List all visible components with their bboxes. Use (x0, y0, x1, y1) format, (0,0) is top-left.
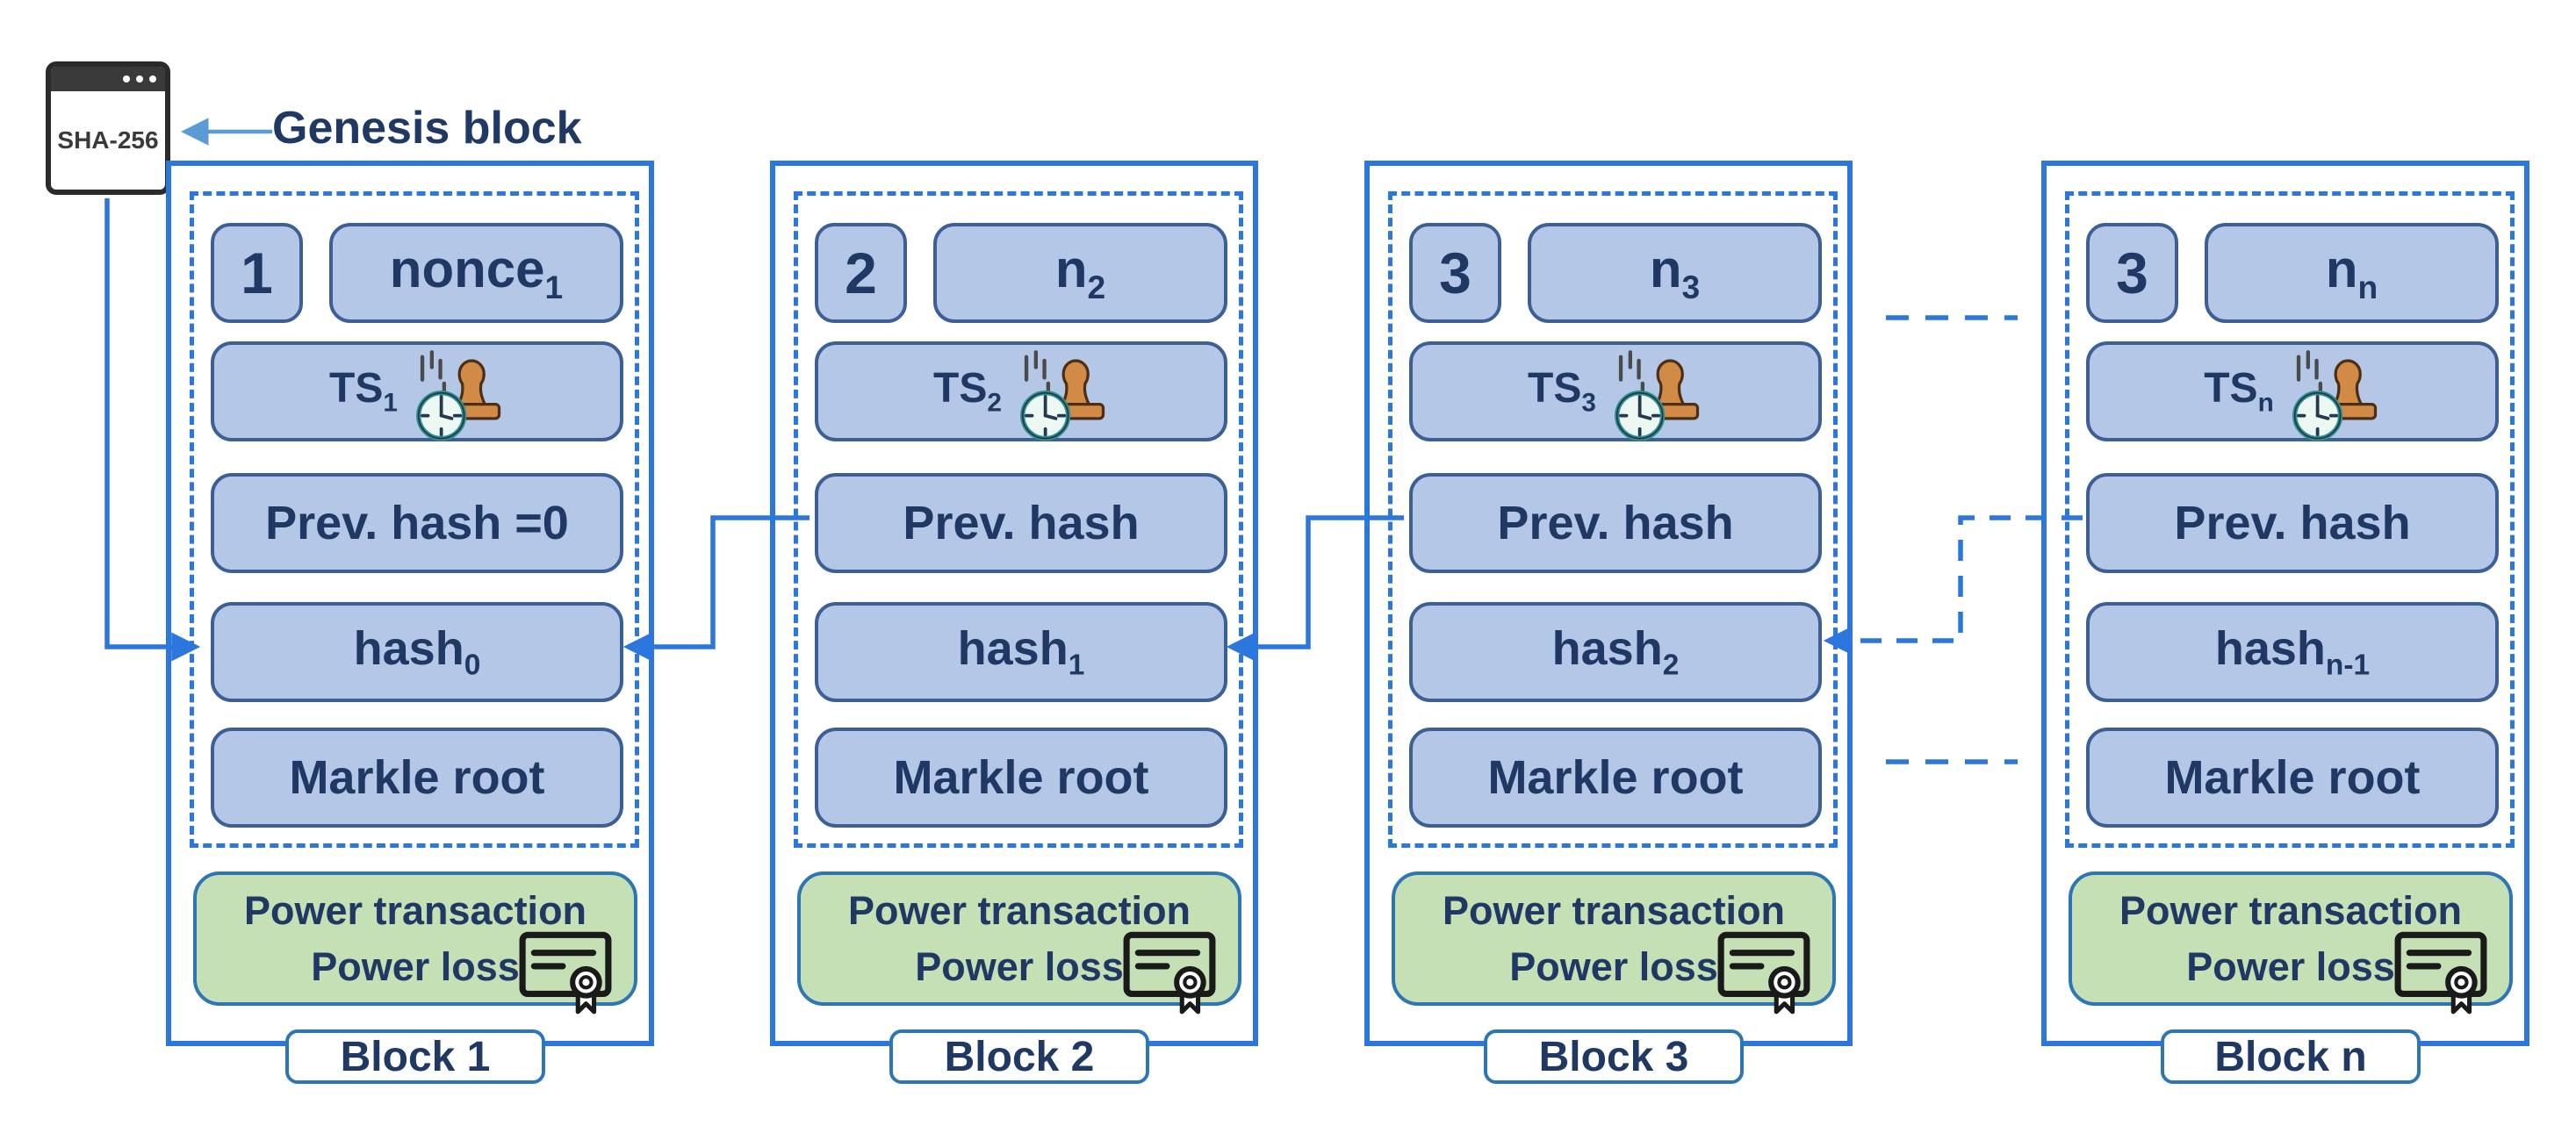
window-dot (123, 75, 130, 82)
block-3-timestamp-field: TS3 (1409, 341, 1822, 441)
block-2-merkle-root-field: Markle root (815, 728, 1227, 828)
power-transaction-label: Power transaction (1442, 887, 1786, 933)
merkle-root-label: Markle root (893, 751, 1149, 804)
timestamp-label: TS2 (933, 365, 1002, 418)
prev-hash-label: Prev. hash (2174, 497, 2411, 549)
timestamp-stamp-clock-icon (2292, 350, 2377, 441)
power-loss-label: Power loss (915, 943, 1124, 989)
block-2-timestamp-field: TS2 (815, 341, 1227, 441)
block-2-nonce-field: n2 (933, 223, 1227, 323)
block-n-name-label: Block n (2161, 1029, 2421, 1084)
certificate-seal-icon (2394, 931, 2487, 1015)
block-2-index-badge: 2 (815, 223, 907, 323)
block-n-prev-hash-field: Prev. hash (2086, 473, 2499, 573)
nonce-label: n2 (1054, 240, 1106, 306)
block-n-merkle-root-field: Markle root (2086, 728, 2499, 828)
power-transaction-label: Power transaction (243, 887, 587, 933)
block-3-hash-field: hash2 (1409, 602, 1822, 702)
prev-hash-label: Prev. hash =0 (265, 497, 569, 549)
hash-label: hash0 (353, 622, 481, 682)
hash-label: hash2 (1551, 622, 1680, 682)
genesis-block-label: Genesis block (272, 103, 582, 154)
power-transaction-label: Power transaction (847, 887, 1191, 933)
sha256-window-icon: SHA-256 (46, 61, 170, 195)
timestamp-label: TS3 (1528, 365, 1596, 418)
block-1-index-badge: 1 (211, 223, 303, 323)
certificate-seal-icon (1717, 931, 1810, 1015)
block-3-nonce-field: n3 (1528, 223, 1822, 323)
window-body: SHA-256 (51, 91, 165, 190)
hash-label: hashn-1 (2214, 622, 2371, 682)
block-3-prev-hash-field: Prev. hash (1409, 473, 1822, 573)
certificate-seal-icon (519, 931, 612, 1015)
nonce-label: nonce1 (389, 240, 564, 306)
block-3: 3 n3 TS3 Prev (1364, 161, 1853, 1084)
merkle-root-label: Markle root (2164, 751, 2421, 804)
block-2-transactions-box: Power transaction Power loss (797, 871, 1241, 1015)
nonce-label: n3 (1649, 240, 1701, 306)
block-2: 2 n2 TS2 Prev (770, 161, 1258, 1084)
block-2-index-value: 2 (845, 240, 877, 305)
block-1-nonce-field: nonce1 (329, 223, 623, 323)
block-3-index-value: 3 (1439, 240, 1471, 305)
window-dot (136, 75, 143, 82)
block-3-name-label: Block 3 (1484, 1029, 1744, 1084)
block-n-hash-field: hashn-1 (2086, 602, 2499, 702)
power-loss-label: Power loss (311, 943, 520, 989)
block-2-prev-hash-field: Prev. hash (815, 473, 1227, 573)
block-n-transactions-box: Power transaction Power loss (2069, 871, 2513, 1015)
certificate-seal-icon (1123, 931, 1216, 1015)
block-1-prev-hash-field: Prev. hash =0 (211, 473, 623, 573)
block-n: 3 nn TSn Prev (2041, 161, 2529, 1084)
timestamp-stamp-clock-icon (415, 350, 501, 441)
block-1-timestamp-field: TS1 (211, 341, 623, 441)
block-1-transactions-box: Power transaction Power loss (193, 871, 637, 1015)
merkle-root-label: Markle root (1487, 751, 1744, 804)
block-1-merkle-root-field: Markle root (211, 728, 623, 828)
power-transaction-label: Power transaction (2119, 887, 2463, 933)
timestamp-stamp-clock-icon (1019, 350, 1105, 441)
block-1-index-value: 1 (241, 240, 273, 305)
block-1: 1 nonce1 TS1 (166, 161, 654, 1084)
timestamp-label: TS1 (329, 365, 398, 418)
block-1-hash-field: hash0 (211, 602, 623, 702)
block-n-nonce-field: nn (2205, 223, 2499, 323)
block-1-name-label: Block 1 (285, 1029, 545, 1084)
block-2-name-label: Block 2 (889, 1029, 1149, 1084)
power-loss-label: Power loss (2186, 943, 2395, 989)
timestamp-label: TSn (2204, 365, 2274, 418)
power-loss-label: Power loss (1509, 943, 1718, 989)
block-2-hash-field: hash1 (815, 602, 1227, 702)
block-3-merkle-root-field: Markle root (1409, 728, 1822, 828)
timestamp-stamp-clock-icon (1614, 350, 1700, 441)
block-n-timestamp-field: TSn (2086, 341, 2499, 441)
nonce-label: nn (2325, 240, 2378, 306)
window-titlebar (51, 67, 165, 91)
block-n-index-value: 3 (2116, 240, 2148, 305)
hash-label: hash1 (957, 622, 1085, 682)
block-3-transactions-box: Power transaction Power loss (1392, 871, 1836, 1015)
sha256-label: SHA-256 (57, 126, 159, 154)
prev-hash-label: Prev. hash (1497, 497, 1734, 549)
merkle-root-label: Markle root (289, 751, 545, 804)
prev-hash-label: Prev. hash (903, 497, 1140, 549)
block-n-index-badge: 3 (2086, 223, 2178, 323)
block-3-index-badge: 3 (1409, 223, 1501, 323)
window-dot (149, 75, 156, 82)
